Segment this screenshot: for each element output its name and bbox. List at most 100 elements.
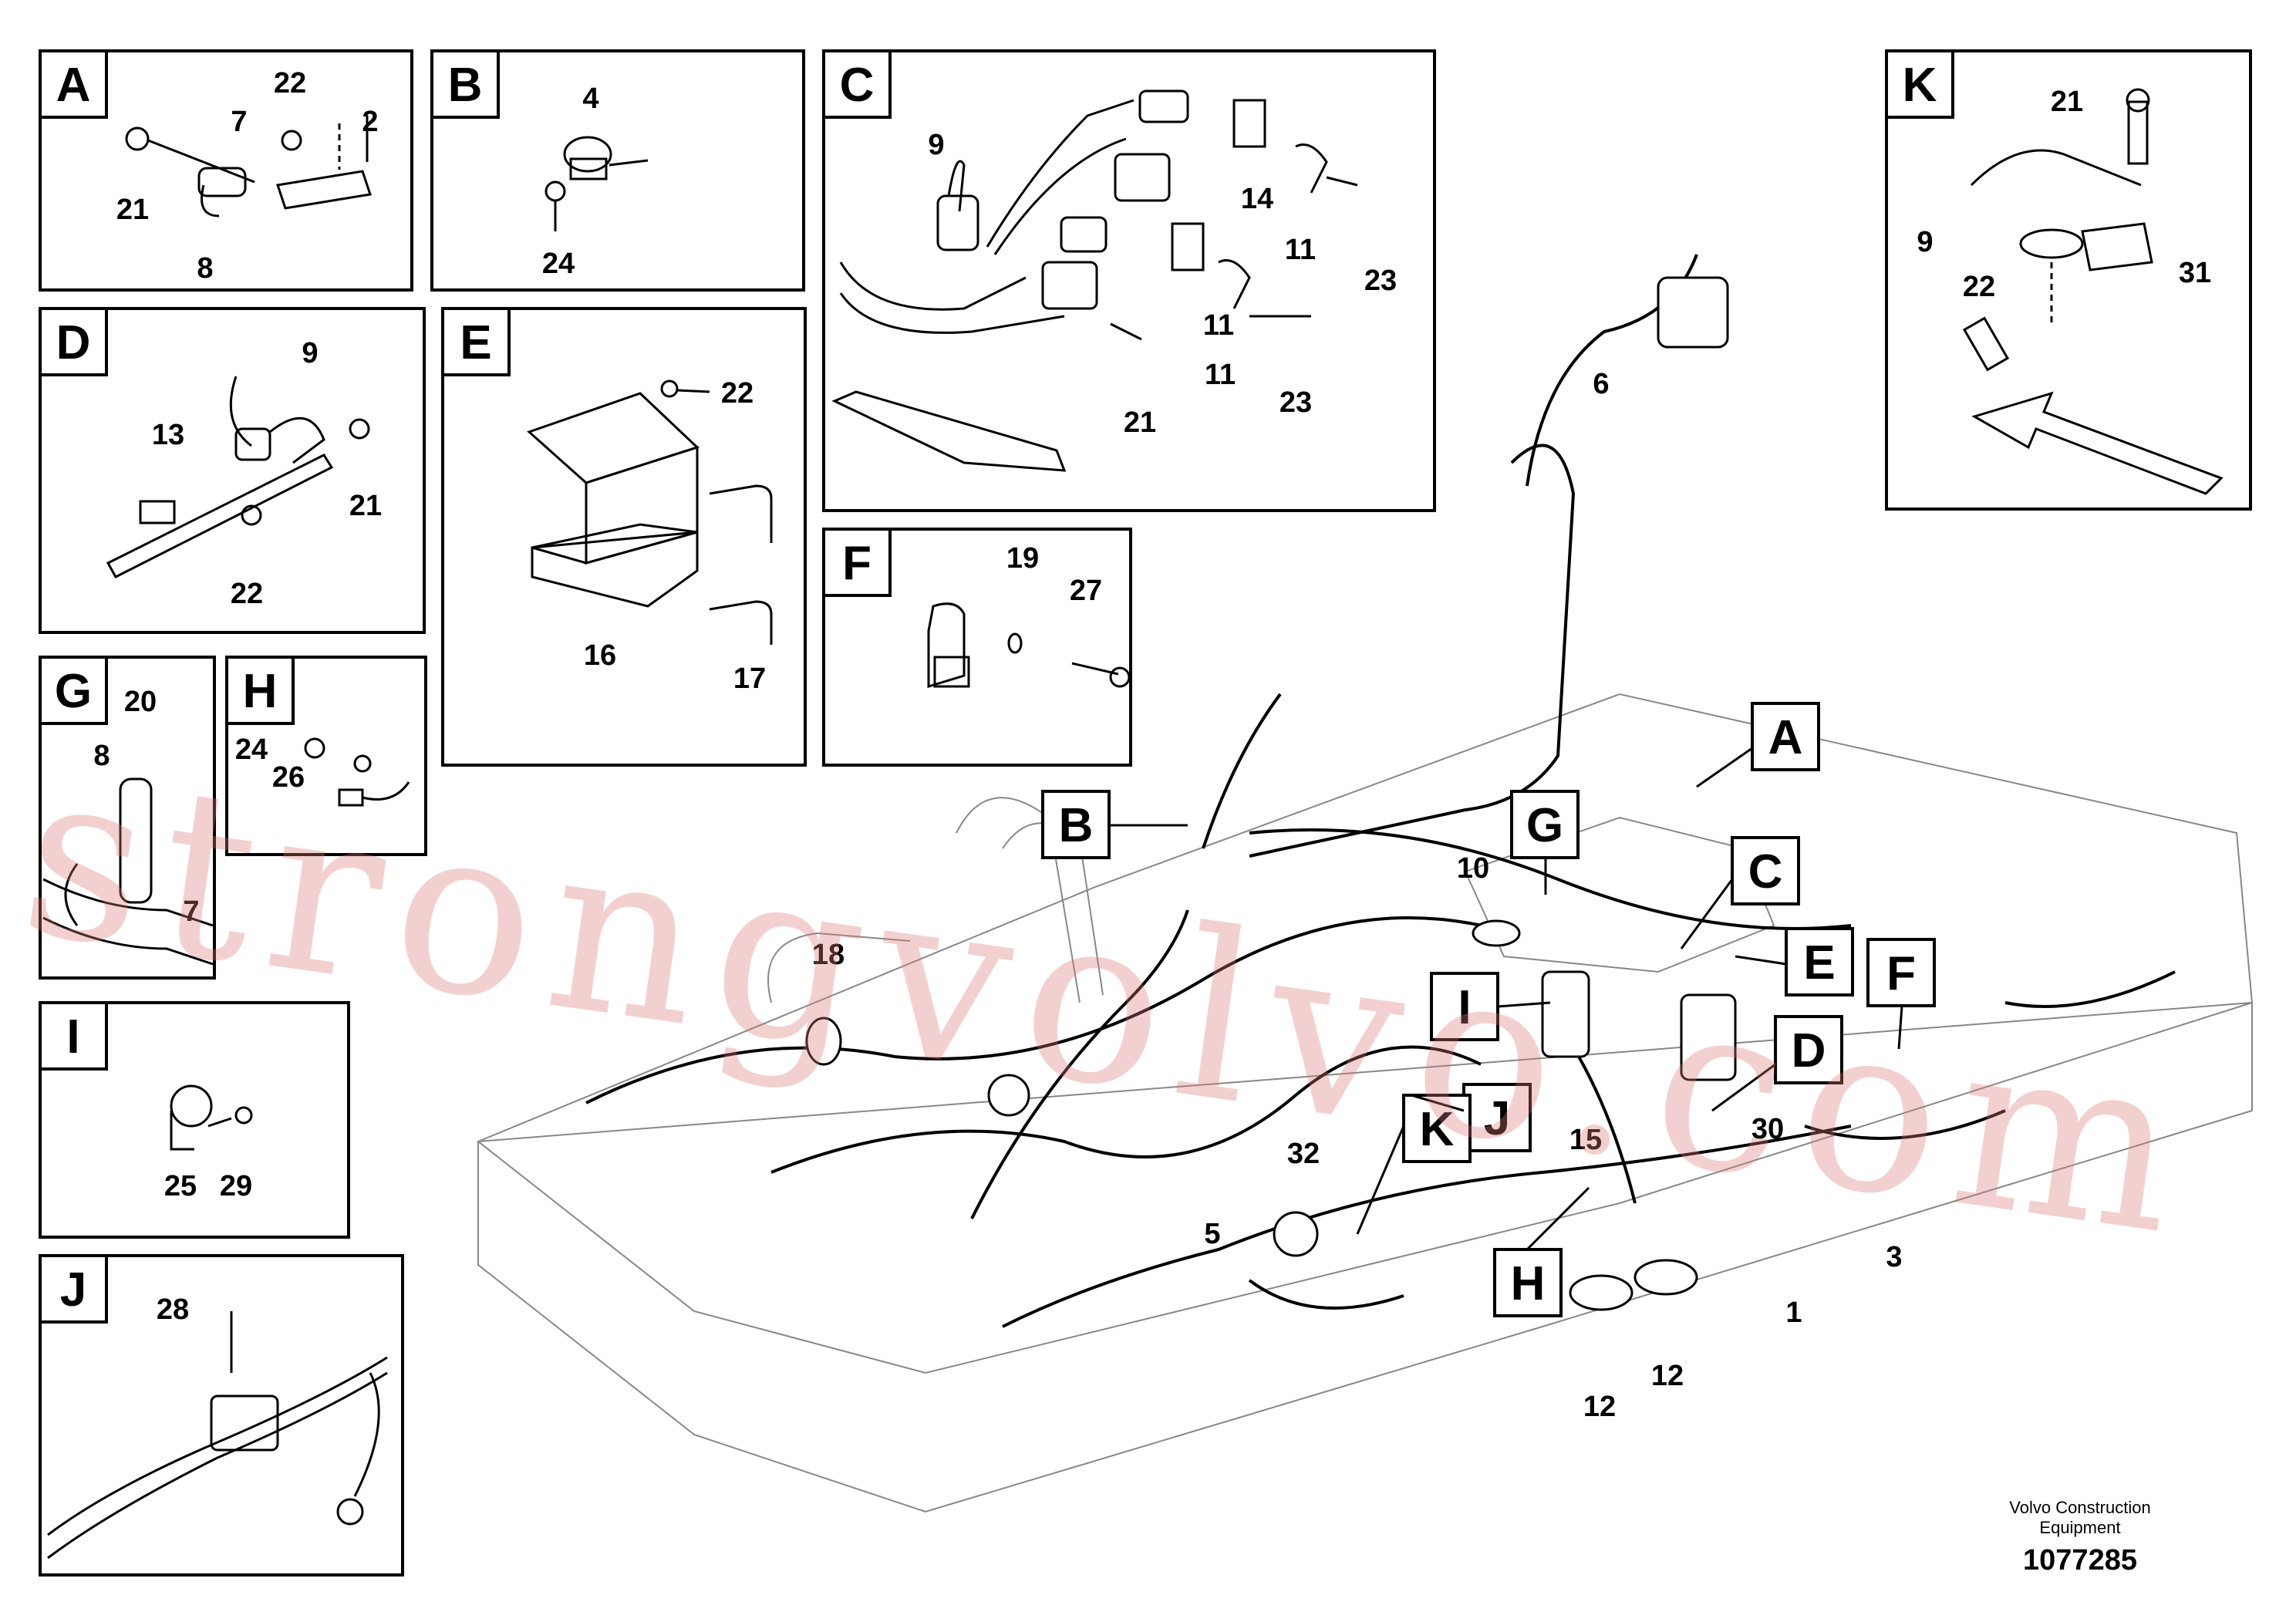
main-num-15: 15 [1569, 1124, 1602, 1156]
callout-e: E [1803, 936, 1835, 990]
panel-f-drawing [927, 602, 1131, 689]
a-num-7: 7 [231, 106, 247, 138]
credit-block: Volvo Construction Equipment 1077285 [1957, 1498, 2203, 1577]
h-num-24: 24 [235, 733, 268, 766]
e-num-22: 22 [721, 377, 754, 410]
panel-b-label: B [448, 59, 483, 112]
c-num-23a: 23 [1364, 265, 1397, 297]
credit-line1: Volvo Construction [2009, 1498, 2151, 1517]
c-num-23b: 23 [1279, 386, 1312, 419]
panel-c-drawing [831, 89, 1358, 472]
k-num-22: 22 [1963, 271, 1995, 303]
panel-j-label: J [60, 1263, 86, 1317]
callout-j: J [1484, 1092, 1510, 1145]
panel-i-drawing [170, 1084, 253, 1151]
callout-k: K [1420, 1103, 1455, 1156]
panel-e-label: E [460, 316, 491, 369]
g-num-20: 20 [124, 686, 157, 718]
main-num-18: 18 [812, 939, 845, 971]
panel-d-frame [39, 307, 426, 634]
k-num-31: 31 [2179, 257, 2211, 289]
callout-a: A [1768, 711, 1803, 764]
callout-d: D [1792, 1024, 1826, 1077]
main-num-30: 30 [1752, 1113, 1784, 1145]
i-num-29: 29 [220, 1170, 252, 1202]
a-num-8: 8 [197, 252, 213, 285]
panel-a-drawing [125, 116, 372, 218]
panel-f-label: F [842, 537, 872, 590]
panel-c-label: C [840, 59, 875, 112]
panel-h-label: H [243, 665, 278, 718]
main-num-12b: 12 [1651, 1360, 1684, 1392]
c-num-11b: 11 [1203, 309, 1234, 342]
h-num-26: 26 [272, 761, 305, 794]
credit-line2: Equipment [2039, 1518, 2121, 1537]
main-num-3: 3 [1886, 1241, 1902, 1273]
k-num-21: 21 [2051, 86, 2083, 118]
d-num-22: 22 [231, 578, 263, 610]
callout-f: F [1886, 947, 1916, 1000]
callout-leaders [1109, 747, 1903, 1251]
a-num-21: 21 [116, 194, 149, 226]
panel-k-frame [1885, 49, 2252, 511]
b-num-24: 24 [542, 248, 575, 280]
k-num-9: 9 [1917, 226, 1933, 258]
panel-h-drawing [304, 737, 410, 807]
e-num-17: 17 [733, 663, 766, 695]
callout-g: G [1526, 799, 1563, 852]
d-num-21: 21 [349, 490, 382, 522]
f-num-19: 19 [1006, 542, 1039, 575]
callout-b: B [1059, 799, 1094, 852]
panel-c-frame [822, 49, 1436, 512]
main-num-1: 1 [1785, 1297, 1802, 1329]
e-num-16: 16 [584, 639, 616, 672]
callout-i: I [1458, 981, 1471, 1034]
a-num-2: 2 [362, 106, 378, 138]
panel-g-frame [39, 656, 216, 980]
callout-c: C [1748, 845, 1783, 899]
c-num-9: 9 [928, 129, 944, 161]
panel-k-drawing [1962, 88, 2224, 495]
g-num-8: 8 [93, 740, 110, 772]
main-num-10: 10 [1457, 852, 1489, 885]
panel-d-drawing [106, 376, 370, 578]
f-num-27: 27 [1070, 575, 1102, 607]
panel-j-drawing [47, 1311, 388, 1560]
g-num-7: 7 [183, 895, 199, 928]
c-num-11c: 11 [1205, 359, 1236, 391]
panel-h-frame [225, 656, 427, 856]
callout-h: H [1511, 1257, 1546, 1310]
panel-i-frame [39, 1001, 350, 1239]
panel-i-label: I [66, 1010, 79, 1064]
harness-connectors [805, 276, 1737, 1311]
main-num-12a: 12 [1583, 1391, 1616, 1423]
panel-g-label: G [55, 665, 92, 718]
panel-b-frame [430, 49, 805, 292]
i-num-25: 25 [164, 1170, 197, 1202]
c-num-21: 21 [1124, 406, 1156, 439]
panel-k-label: K [1903, 59, 1937, 112]
main-callout-boxes [1041, 702, 1936, 1317]
d-num-13: 13 [152, 419, 184, 451]
panel-e-drawing [527, 379, 773, 645]
panel-f-frame [822, 528, 1132, 767]
a-num-22: 22 [274, 67, 306, 99]
panel-j-frame [39, 1254, 404, 1576]
c-num-14: 14 [1241, 183, 1273, 215]
panel-d-label: D [56, 316, 91, 369]
machine-frame [477, 693, 2254, 1513]
d-num-9: 9 [302, 337, 318, 369]
panel-b-drawing [544, 136, 649, 231]
c-num-11a: 11 [1285, 234, 1316, 266]
main-num-5: 5 [1204, 1218, 1220, 1250]
main-num-32: 32 [1287, 1138, 1320, 1170]
panel-e-frame [441, 307, 807, 767]
panel-a-frame [39, 49, 413, 292]
j-num-28: 28 [157, 1293, 189, 1326]
b-num-4: 4 [582, 83, 598, 115]
drawing-number: 1077285 [2023, 1544, 2137, 1576]
panel-g-drawing [42, 777, 214, 966]
panel-a-label: A [56, 59, 91, 112]
main-num-6: 6 [1593, 368, 1609, 400]
